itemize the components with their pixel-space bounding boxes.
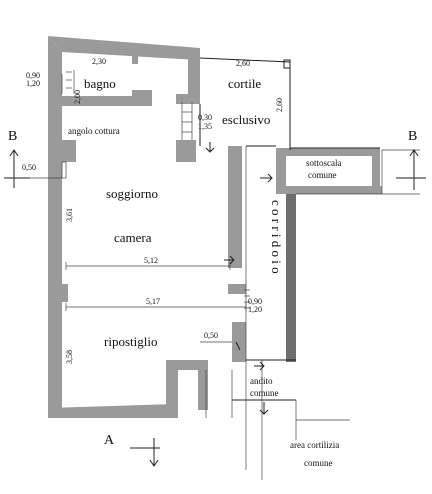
dim-soggiorno-height: 3,61 (65, 208, 74, 222)
room-label-sottoscala: sottoscala (306, 158, 342, 168)
dim-door-top: 0,90 (248, 297, 262, 306)
dimension-lines (24, 142, 273, 415)
room-label-corridoio: c o r r i d o i o (269, 200, 284, 274)
room-label-area-cortilizia: area cortilizia (290, 440, 339, 450)
dim-bagno-height: 2,00 (73, 90, 82, 104)
room-label-bagno: bagno (84, 76, 116, 91)
dim-bagno-left-bottom: 1,20 (26, 79, 40, 88)
dim-left-offset: 0,50 (22, 163, 36, 172)
room-label-andito-comune: comune (250, 388, 279, 398)
dim-bagno-width: 2,30 (92, 57, 106, 66)
dimension-labels: 2,30 2,00 0,90 1,20 2,60 2,60 0,30 1,35 … (22, 57, 284, 364)
section-label-right-b: B (408, 129, 417, 144)
dim-soggiorno-width: 5,12 (144, 256, 158, 265)
room-label-andito: andito (250, 376, 273, 386)
section-mark-left-b (4, 149, 30, 188)
room-label-cortile: cortile (228, 76, 261, 91)
dim-cortile-height: 2,60 (275, 98, 284, 112)
dim-ripostiglio-height: 3,58 (65, 350, 74, 364)
room-label-camera: camera (114, 230, 152, 245)
dim-ripostiglio-door: 0,50 (204, 331, 218, 340)
section-mark-right-b (396, 149, 426, 190)
section-label-bottom-a: A (104, 433, 115, 448)
exterior-walls (48, 36, 382, 418)
room-label-esclusivo: esclusivo (222, 112, 270, 127)
dim-ripostiglio-width: 5,17 (146, 297, 160, 306)
room-label-area-comune: comune (304, 458, 333, 468)
room-label-ripostiglio: ripostiglio (104, 334, 157, 349)
dim-bagno-left-top: 0,90 (26, 71, 40, 80)
section-mark-bottom-a (130, 438, 160, 467)
outline-lines (61, 57, 420, 480)
section-labels: B B A (8, 129, 417, 448)
dim-cottura-top: 0,30 (198, 113, 212, 122)
room-label-angolo-cottura: angolo cottura (68, 126, 120, 136)
section-label-left-b: B (8, 129, 17, 144)
room-label-soggiorno: soggiorno (106, 186, 158, 201)
dim-door-bottom: 1,20 (248, 305, 262, 314)
dim-cottura-bottom: 1,35 (198, 122, 212, 131)
room-label-sottoscala-comune: comune (308, 170, 337, 180)
dim-cortile-width: 2,60 (236, 59, 250, 68)
room-labels: bagno cortile esclusivo angolo cottura s… (68, 76, 342, 468)
